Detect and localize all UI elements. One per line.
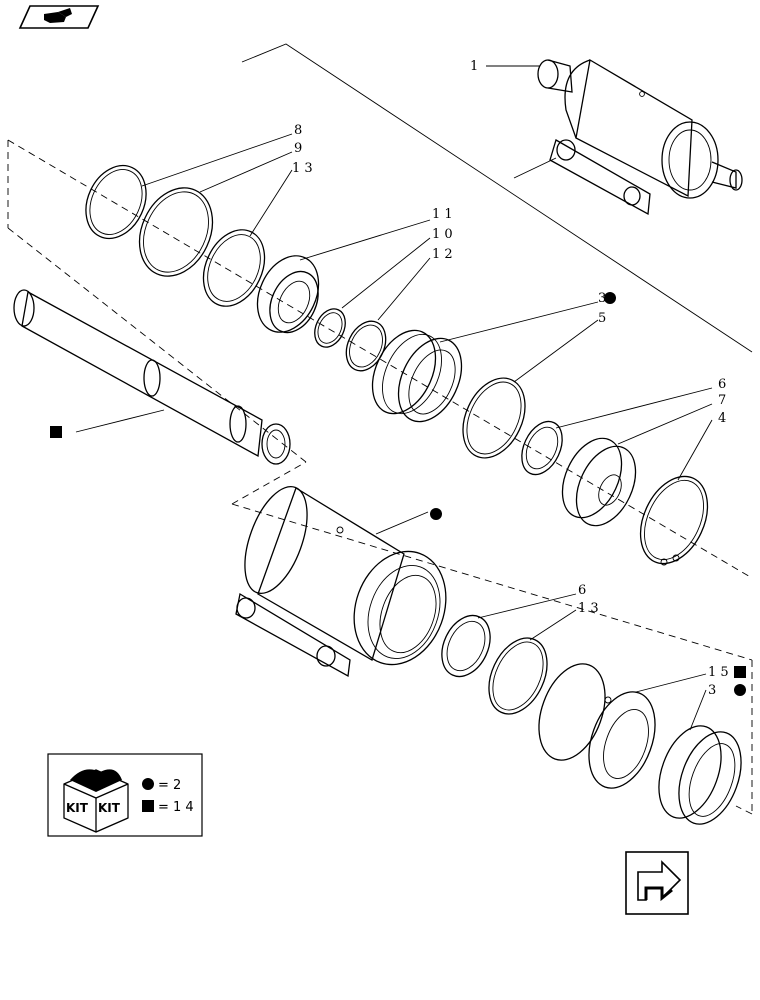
next-page-arrow-icon[interactable]: [625, 851, 689, 915]
kit-legend: KIT KIT = 2 = 1 4: [47, 753, 203, 837]
callout-7: 7: [718, 393, 726, 408]
legend-square-marker: [142, 800, 154, 812]
gland-part-3-upper: [371, 329, 463, 423]
seal-part-11: [256, 255, 320, 334]
callout-4: 4: [718, 411, 726, 426]
legend-square-eq: = 1 4: [158, 800, 194, 815]
callout-11: 1 1: [432, 207, 453, 222]
ring-part-10: [314, 308, 346, 348]
leader-lines: [75, 65, 713, 731]
piston-part-7: [561, 437, 637, 527]
callout-labels: 1 8 9 1 3 1 1 1 0 1 2 3 5 6 7 4 6 1 3 1 …: [292, 59, 729, 698]
callout-13-upper: 1 3: [292, 161, 313, 176]
callout-3-lower: 3: [708, 683, 716, 698]
kit-circle-marker: [734, 684, 746, 696]
dashed-frame-lower: [231, 461, 753, 815]
callout-10: 1 0: [432, 227, 453, 242]
gland-part-3-lower: [658, 725, 742, 825]
callout-1: 1: [470, 59, 478, 74]
kit-box-icon: KIT KIT: [63, 769, 129, 833]
ring-part-6-upper: [521, 420, 563, 476]
callout-15: 1 5: [708, 665, 729, 680]
callout-5: 5: [598, 311, 606, 326]
ring-part-13-lower: [488, 637, 548, 715]
dashed-frame-upper: [7, 139, 753, 579]
callout-3-upper: 3: [598, 291, 606, 306]
cylinder-barrel: [235, 485, 447, 678]
ring-part-6-lower: [441, 614, 491, 678]
piston-rod: [13, 289, 291, 465]
kit-square-marker: [734, 666, 746, 678]
kit-square-marker: [50, 426, 62, 438]
callout-6-lower: 6: [578, 583, 586, 598]
legend-circle-eq: = 2: [158, 778, 181, 793]
ring-part-13-upper: [202, 229, 266, 307]
kit-circle-marker: [604, 292, 616, 304]
ring-part-9: [138, 187, 214, 277]
callout-8: 8: [294, 123, 302, 138]
snap-ring-part-4: [639, 475, 709, 566]
ring-part-5: [462, 377, 526, 459]
kit-box-text-left: KIT: [66, 801, 89, 815]
assembly-lines: [241, 43, 753, 353]
kit-markers: [50, 292, 746, 696]
callout-12: 1 2: [432, 247, 453, 262]
callout-9: 9: [294, 141, 302, 156]
legend-circle-marker: [142, 778, 154, 790]
kit-circle-marker: [430, 508, 442, 520]
ring-part-12: [345, 320, 387, 372]
callout-6-upper: 6: [718, 377, 726, 392]
callout-13-lower: 1 3: [578, 601, 599, 616]
piston-part-15: [538, 663, 656, 789]
cylinder-assembly: [537, 58, 743, 216]
hand-arrow-icon[interactable]: [18, 5, 100, 29]
kit-box-text-right: KIT: [98, 801, 121, 815]
ring-part-8: [85, 164, 147, 240]
